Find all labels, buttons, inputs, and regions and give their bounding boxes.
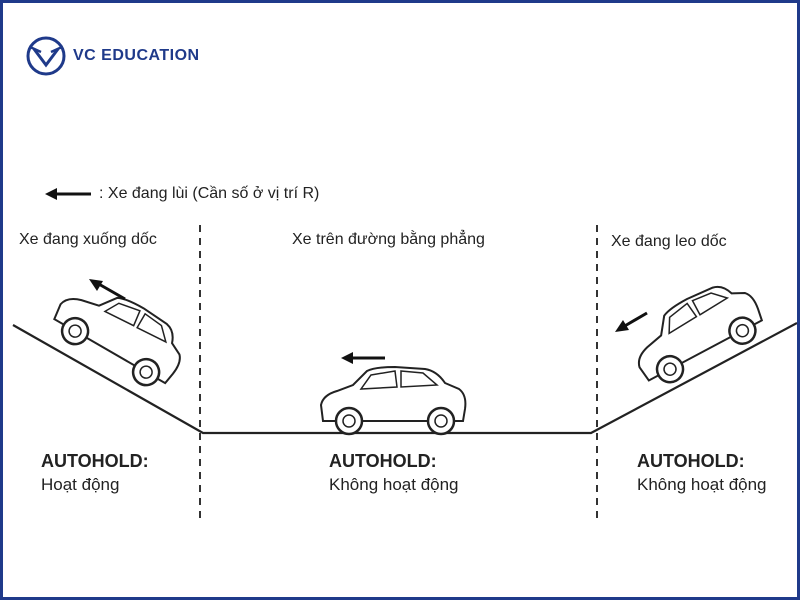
status-text-flat: Không hoạt động [329, 475, 459, 494]
car-downhill [53, 296, 181, 387]
panel-title-uphill: Xe đang leo dốc [611, 233, 727, 250]
brand-name: VC EDUCATION [73, 47, 200, 64]
car-flat [319, 365, 467, 436]
status-title-uphill: AUTOHOLD: [637, 451, 745, 471]
status-text-uphill: Không hoạt động [637, 475, 767, 494]
panel-title-flat: Xe trên đường bằng phẳng [292, 231, 485, 248]
road-profile [12, 322, 797, 435]
status-title-downhill: AUTOHOLD: [41, 451, 149, 471]
reverse-arrow-uphill [615, 311, 648, 332]
reverse-arrow-downhill [89, 279, 126, 301]
car-uphill [637, 285, 764, 384]
legend-text: : Xe đang lùi (Cần số ở vị trí R) [99, 185, 320, 202]
panel-title-downhill: Xe đang xuống dốc [19, 231, 157, 248]
vc-logo-icon [26, 36, 66, 76]
status-text-downhill: Hoạt động [41, 475, 120, 494]
reverse-arrow-flat [341, 352, 385, 364]
status-title-flat: AUTOHOLD: [329, 451, 437, 471]
road-scene [12, 225, 797, 523]
left-arrow-icon [45, 188, 91, 200]
brand-logo: VC EDUCATION [25, 35, 200, 77]
legend: : Xe đang lùi (Cần số ở vị trí R) [45, 185, 319, 203]
